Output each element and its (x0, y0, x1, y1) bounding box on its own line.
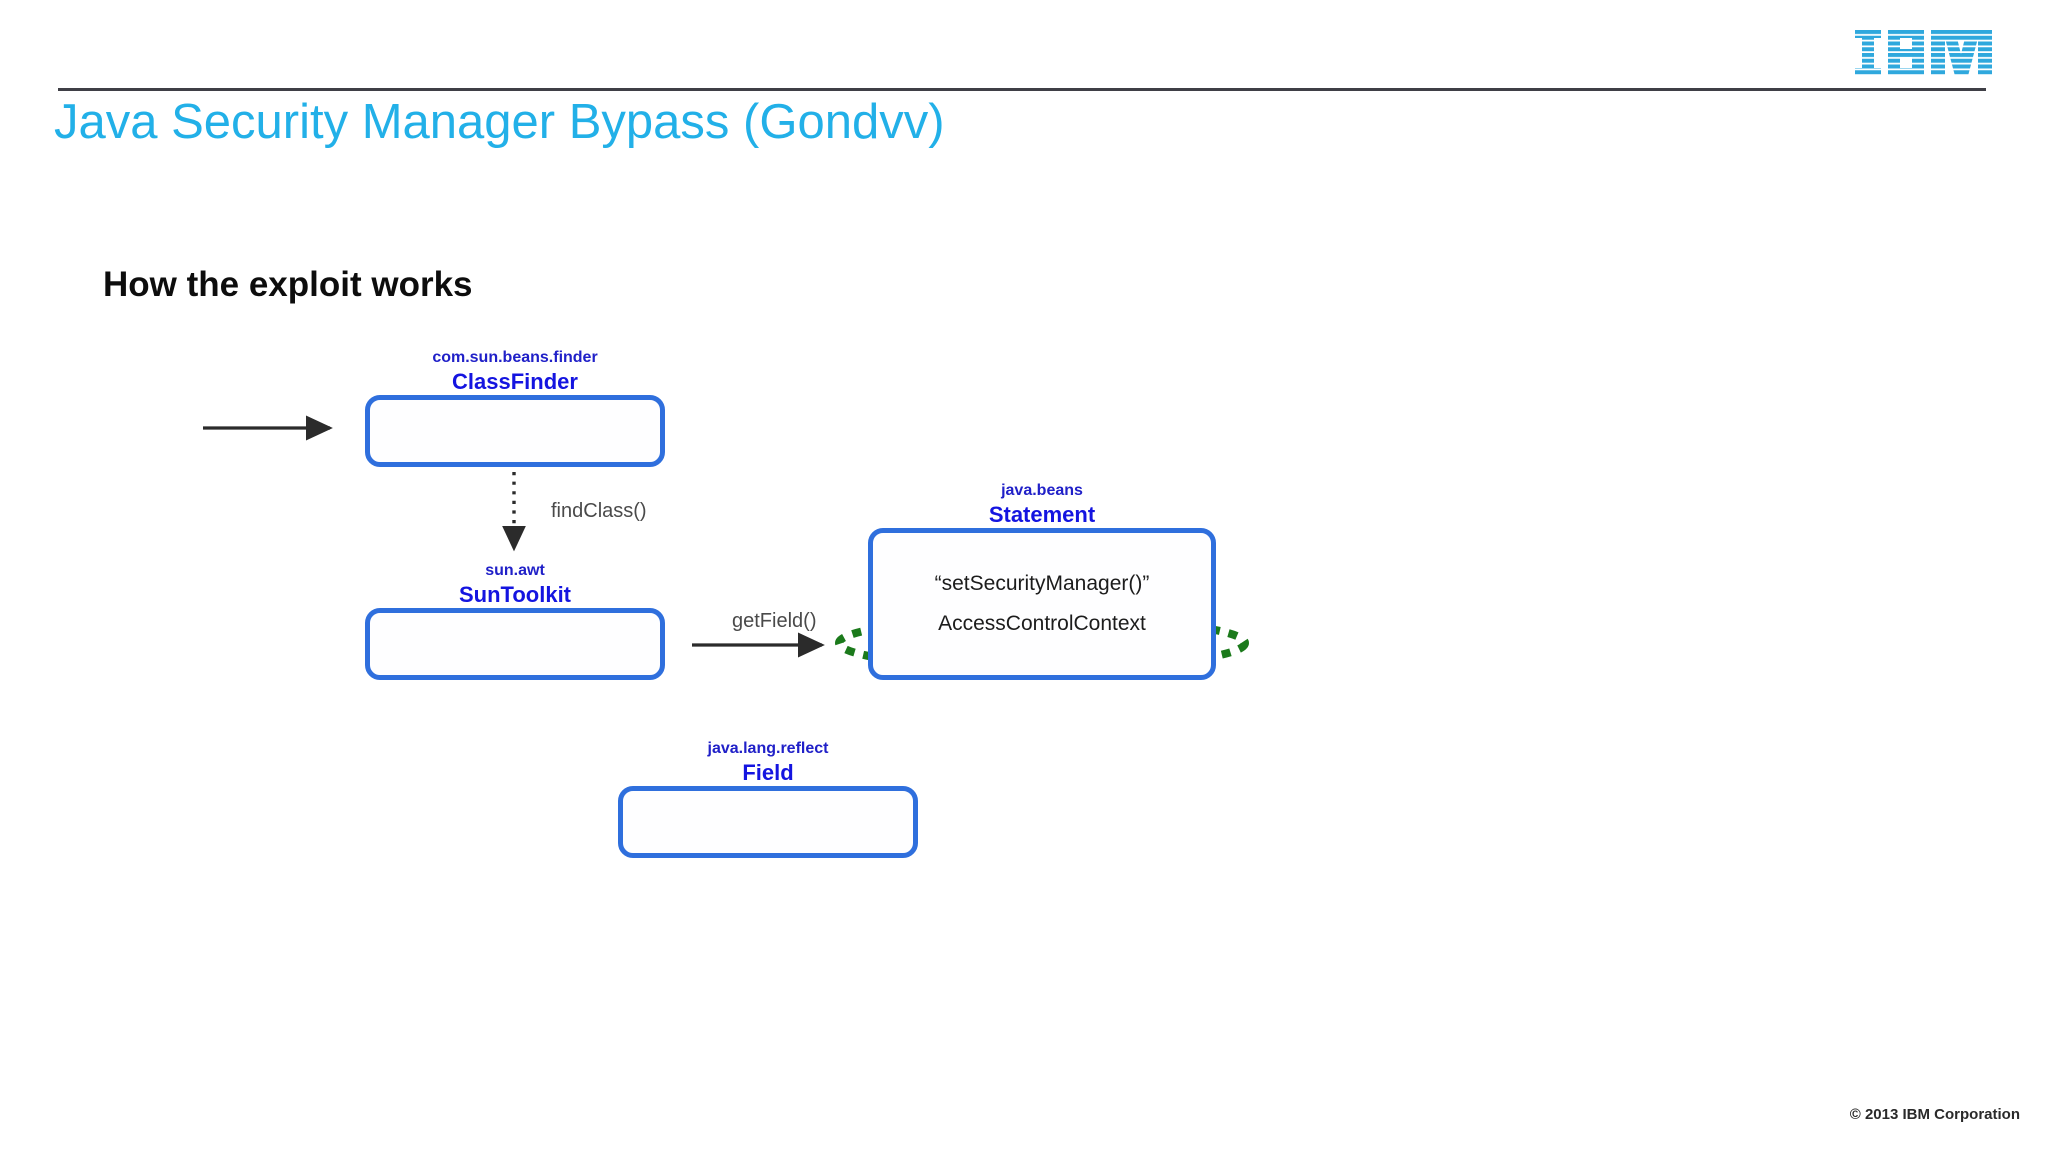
footer-copyright: © 2013 IBM Corporation (1849, 1106, 2020, 1123)
statement-acc-field: AccessControlContext (938, 612, 1146, 635)
node-field-classname: Field (742, 760, 794, 785)
node-classfinder[interactable]: com.sun.beans.finder ClassFinder (365, 349, 665, 467)
node-suntoolkit-box (365, 608, 665, 680)
node-statement-body: “setSecurityManager()” AccessControlCont… (868, 528, 1216, 680)
edge-label-findclass: findClass() (551, 500, 647, 522)
node-classfinder-classname: ClassFinder (452, 369, 578, 394)
node-statement-box (868, 528, 1216, 680)
ibm-logo (1855, 30, 1992, 76)
page-title: Java Security Manager Bypass (Gondvv) (54, 95, 945, 149)
node-field-package: java.lang.reflect (707, 740, 829, 757)
edge-label-getfield: getField() (732, 610, 817, 632)
header-divider (58, 88, 1986, 91)
section-heading: How the exploit works (103, 265, 473, 304)
statement-method-literal: “setSecurityManager()” (934, 572, 1150, 596)
node-classfinder-box (365, 395, 665, 467)
node-statement[interactable]: java.beans Statement “setSecurityManager… (868, 482, 1216, 680)
node-field[interactable]: java.lang.reflect Field (618, 740, 918, 858)
node-field-box (618, 786, 918, 858)
node-statement-classname: Statement (988, 502, 1096, 527)
node-classfinder-package: com.sun.beans.finder (432, 349, 598, 366)
node-suntoolkit-package: sun.awt (485, 562, 545, 579)
node-suntoolkit-classname: SunToolkit (458, 582, 572, 607)
node-suntoolkit[interactable]: sun.awt SunToolkit (365, 562, 665, 680)
node-statement-package: java.beans (1001, 482, 1083, 499)
